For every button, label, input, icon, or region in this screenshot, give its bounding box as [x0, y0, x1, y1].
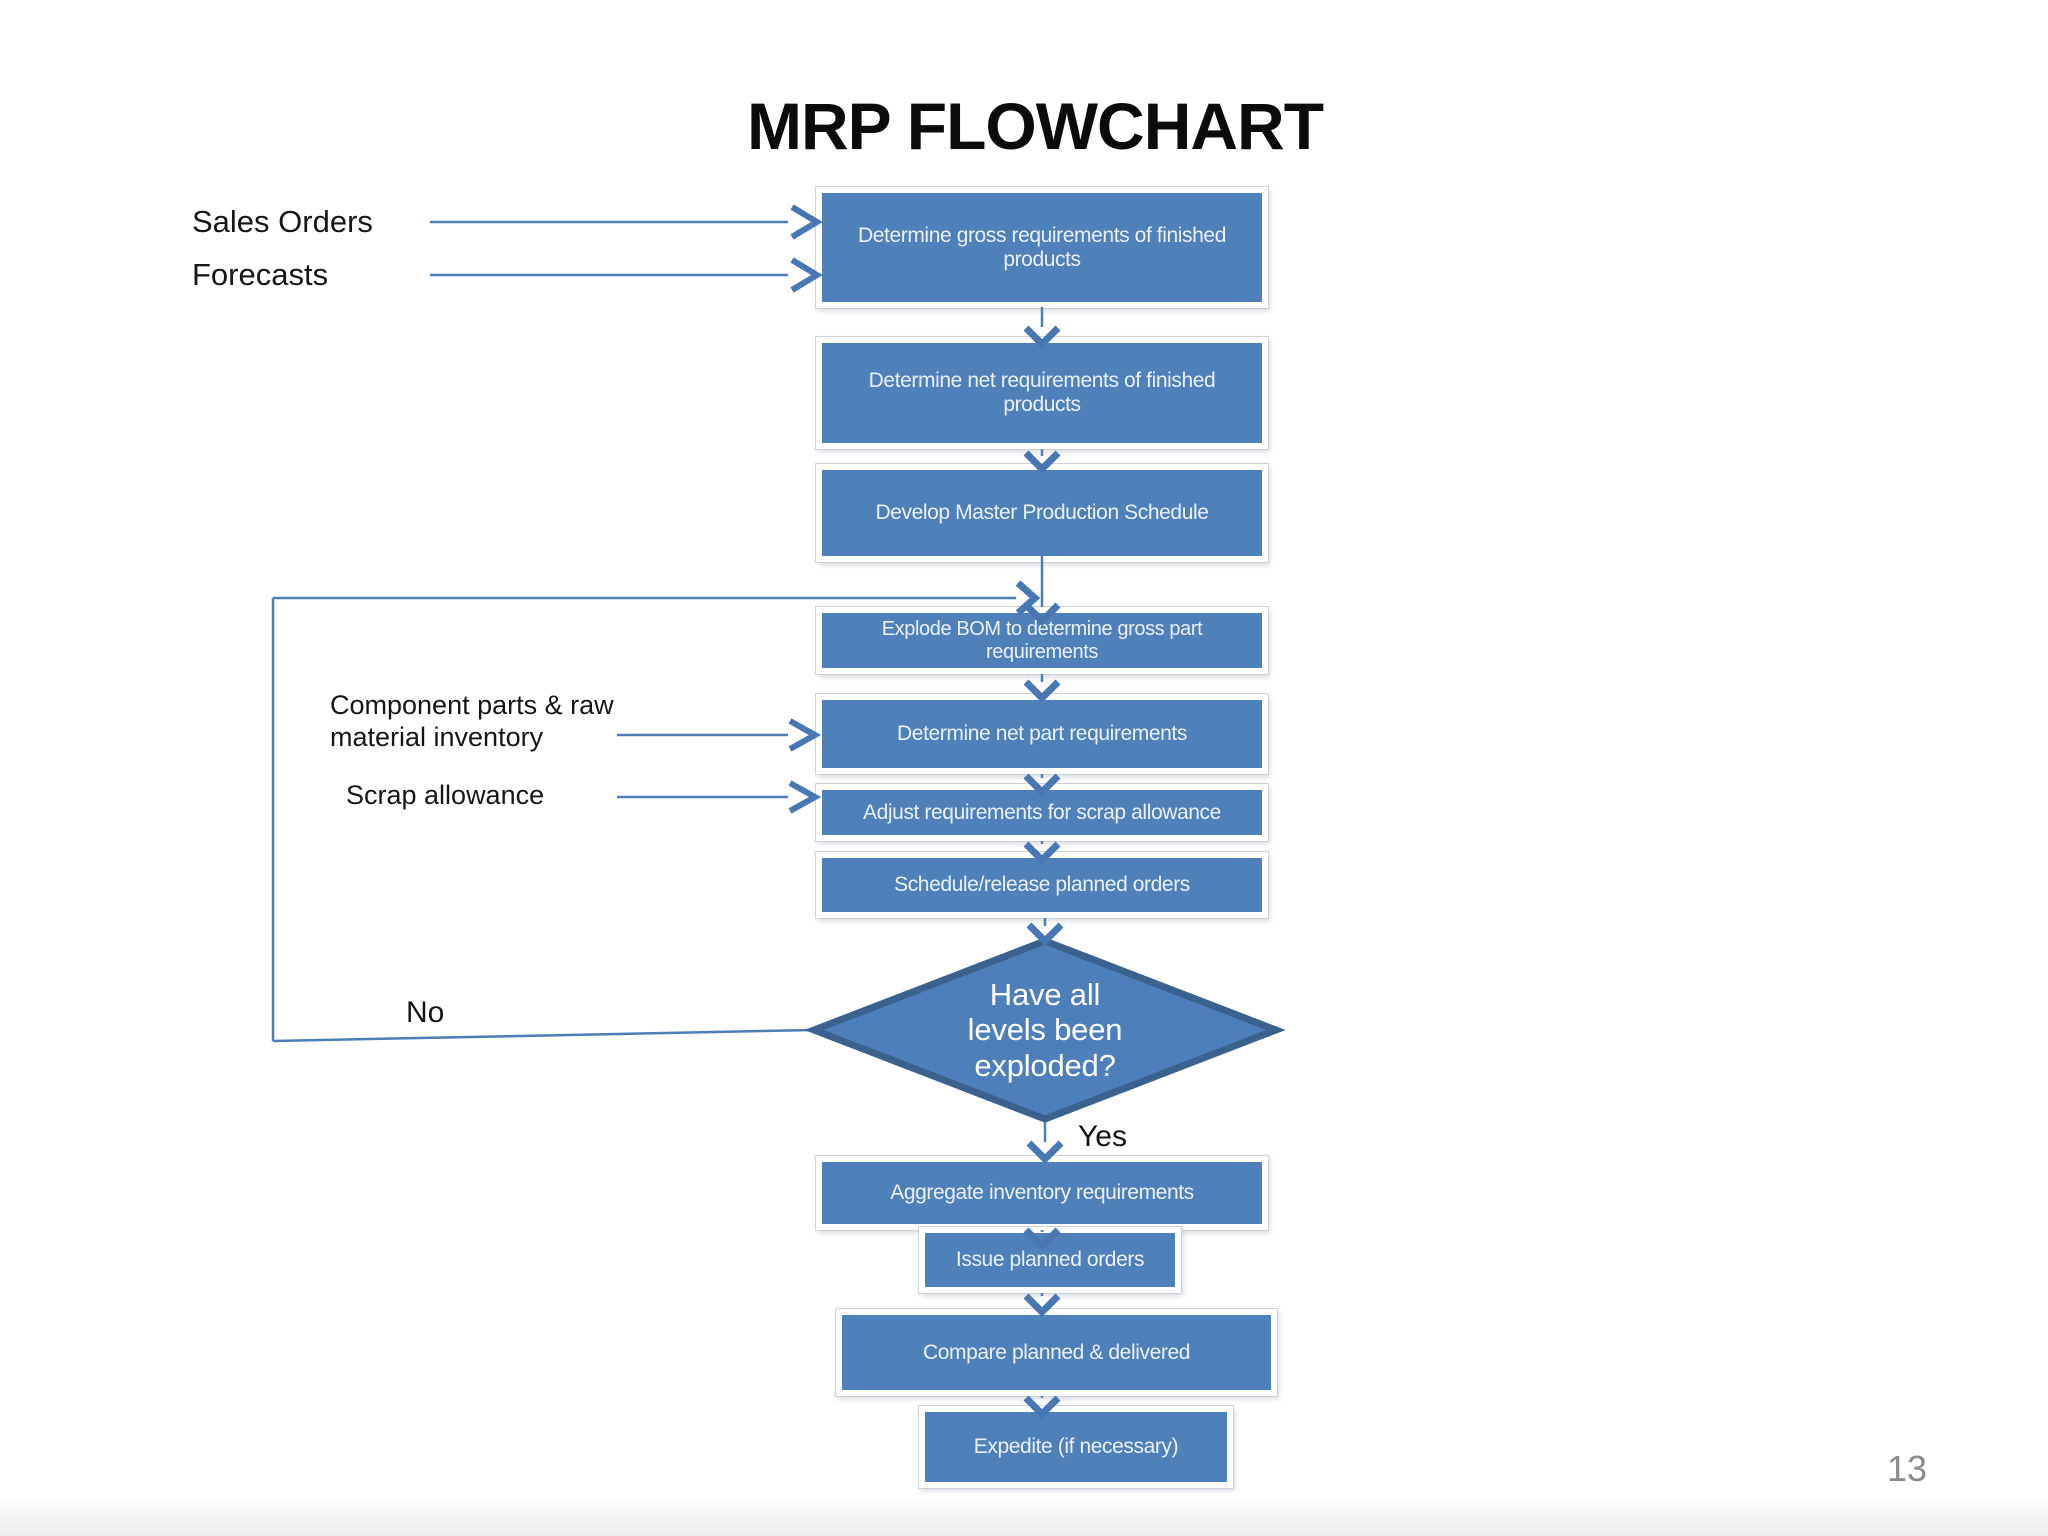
step-box-explode-bom: Explode BOM to determine gross part requ…	[815, 606, 1269, 675]
arrowhead-into-box8	[1026, 1140, 1064, 1164]
arrowhead-into-box2	[1023, 325, 1061, 349]
input-label-forecasts: Forecasts	[192, 257, 329, 292]
loop-bottom-line	[272, 1028, 815, 1043]
arrowhead-into-box11	[1023, 1395, 1061, 1419]
input-label-sales-orders: Sales Orders	[192, 204, 373, 239]
input-label-component-parts: Component parts & raw material inventory	[330, 690, 614, 752]
decision-line-2: levels been	[967, 1012, 1123, 1048]
arrowhead-sales-orders	[790, 204, 823, 240]
arrowhead-into-box4	[1023, 602, 1061, 626]
decision-line-1: Have all	[989, 977, 1101, 1013]
arrowhead-into-box9	[1023, 1227, 1061, 1251]
arrowhead-into-box3	[1023, 450, 1061, 474]
arrowhead-forecasts	[790, 257, 823, 293]
arrowhead-into-box7	[1023, 841, 1061, 865]
branch-label-no: No	[406, 996, 445, 1029]
step-box-expedite: Expedite (if necessary)	[918, 1405, 1234, 1489]
arrowhead-loop-into-junction	[1015, 580, 1041, 616]
arrowhead-component-parts	[788, 718, 822, 752]
step-box-compare-planned-delivered: Compare planned & delivered	[835, 1308, 1278, 1397]
input-label-scrap-allowance: Scrap allowance	[346, 780, 545, 810]
slide-title: MRP FLOWCHART	[746, 89, 1324, 163]
arrowhead-into-box6	[1023, 773, 1061, 797]
page-number: 13	[1886, 1448, 1928, 1489]
step-box-determine-gross-requirements: Determine gross requirements of finished…	[815, 186, 1269, 309]
arrowhead-scrap-allowance	[788, 780, 822, 814]
decision-question: Have all levels been exploded?	[895, 972, 1195, 1088]
arrowhead-into-box5	[1023, 679, 1061, 703]
step-box-determine-net-part-requirements: Determine net part requirements	[815, 693, 1269, 775]
decision-line-3: exploded?	[974, 1047, 1116, 1083]
arrowhead-into-diamond	[1026, 922, 1064, 946]
branch-label-yes: Yes	[1078, 1120, 1127, 1153]
arrowhead-into-box10	[1023, 1293, 1061, 1317]
decision-diamond	[804, 937, 1286, 1123]
